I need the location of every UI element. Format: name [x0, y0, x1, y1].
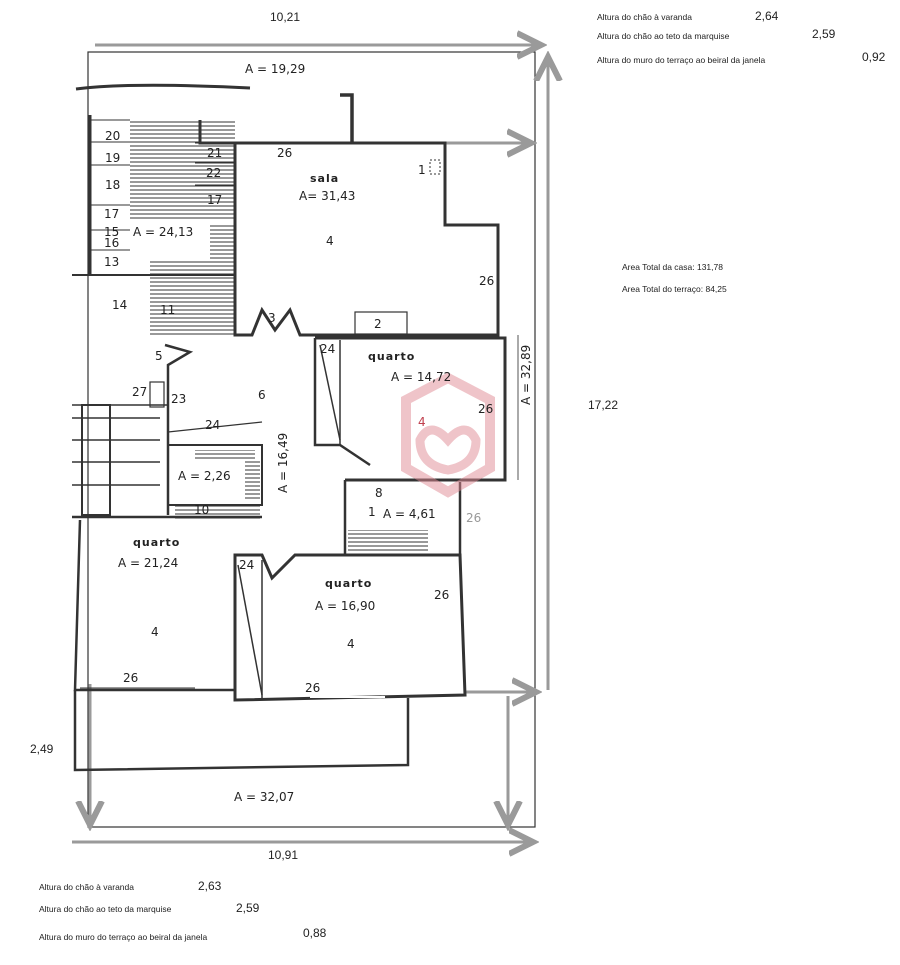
marker-17b: 17	[207, 193, 222, 207]
marker-4a: 4	[326, 234, 334, 248]
top-note-value-2: 2,59	[812, 27, 836, 41]
dimension-right-height: 17,22	[588, 398, 619, 412]
marker-10: 10	[194, 503, 209, 517]
marker-4d: 4	[347, 637, 355, 651]
marker-26e: 26	[434, 588, 449, 602]
area-wc: A = 4,61	[383, 507, 436, 521]
bottom-note-label-2: Altura do chão ao teto da marquise	[39, 904, 172, 914]
area-quarto-2: A = 21,24	[118, 556, 178, 570]
marker-1b: 1	[368, 505, 376, 519]
total-area-terrace: Area Total do terraço: 84,25	[622, 284, 727, 294]
marker-8: 8	[375, 486, 383, 500]
marker-26f: 26	[123, 671, 138, 685]
dimension-top-width: 10,21	[270, 10, 301, 24]
area-terrace-top: A = 19,29	[245, 62, 305, 76]
area-stairs: A = 24,13	[133, 225, 193, 239]
marker-24c: 24	[239, 558, 254, 572]
top-note-label-3: Altura do muro do terraço ao beiral da j…	[597, 55, 766, 65]
top-note-value-3: 0,92	[862, 50, 886, 64]
marker-11: 11	[160, 303, 175, 317]
marker-24b: 24	[320, 342, 335, 356]
marker-4b: 4	[418, 415, 426, 429]
bottom-note-value-1: 2,63	[198, 879, 222, 893]
area-quarto-1: A = 14,72	[391, 370, 451, 384]
top-note-label-2: Altura do chão ao teto da marquise	[597, 31, 730, 41]
total-area-house: Area Total da casa: 131,78	[622, 262, 723, 272]
marker-21: 21	[207, 146, 222, 160]
area-terrace-side: A = 32,89	[519, 345, 533, 405]
marker-1: 1	[418, 163, 426, 177]
marker-24a: 24	[205, 418, 220, 432]
marker-13: 13	[104, 255, 119, 269]
marker-6: 6	[258, 388, 266, 402]
marker-5: 5	[155, 349, 163, 363]
room-label-quarto-2: quarto	[133, 536, 180, 549]
watermark-logo-icon	[401, 372, 495, 498]
marker-15: 15	[104, 225, 119, 239]
bottom-note-label-3: Altura do muro do terraço ao beiral da j…	[39, 932, 208, 942]
marker-26d: 26	[466, 511, 481, 525]
area-hall: A = 16,49	[276, 433, 290, 493]
dimension-left-height: 2,49	[30, 742, 54, 756]
area-terrace-bottom: A = 32,07	[234, 790, 294, 804]
marker-2: 2	[374, 317, 382, 331]
marker-26b: 26	[479, 274, 494, 288]
marker-17a: 17	[104, 207, 119, 221]
marker-26c: 26	[478, 402, 493, 416]
marker-27: 27	[132, 385, 147, 399]
marker-26g: 26	[305, 681, 320, 695]
bottom-note-value-2: 2,59	[236, 901, 260, 915]
marker-23: 23	[171, 392, 186, 406]
bottom-note-label-1: Altura do chão à varanda	[39, 882, 134, 892]
room-label-sala: sala	[310, 172, 339, 185]
marker-3: 3	[268, 311, 276, 325]
marker-16: 16	[104, 236, 119, 250]
room-label-quarto-1: quarto	[368, 350, 415, 363]
marker-20: 20	[105, 129, 120, 143]
bottom-note-value-3: 0,88	[303, 926, 327, 940]
marker-19: 19	[105, 151, 120, 165]
dimension-bottom-width: 10,91	[268, 848, 299, 862]
top-note-label-1: Altura do chão à varanda	[597, 12, 692, 22]
marker-14: 14	[112, 298, 127, 312]
area-quarto-3: A = 16,90	[315, 599, 375, 613]
area-sala: A= 31,43	[299, 189, 355, 203]
top-note-value-1: 2,64	[755, 9, 779, 23]
marker-22: 22	[206, 166, 221, 180]
marker-4c: 4	[151, 625, 159, 639]
marker-26a: 26	[277, 146, 292, 160]
room-label-quarto-3: quarto	[325, 577, 372, 590]
marker-18: 18	[105, 178, 120, 192]
area-wc-small: A = 2,26	[178, 469, 231, 483]
